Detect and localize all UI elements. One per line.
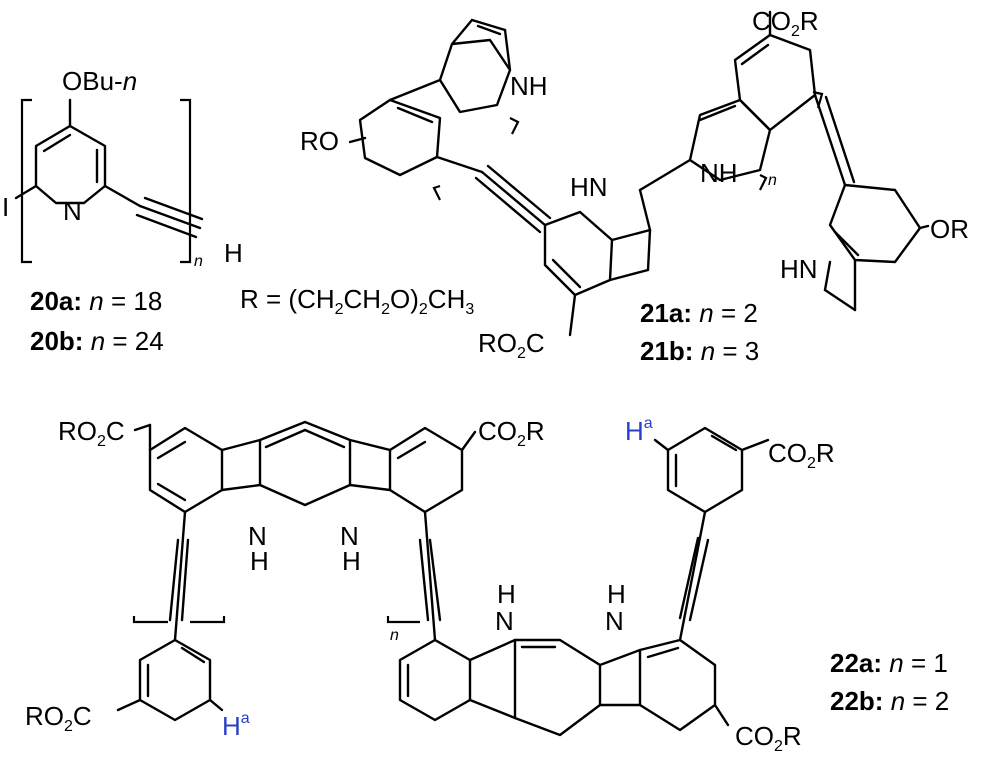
co2r-22-right: CO2R <box>768 438 835 472</box>
carbazole-nh-1: N <box>248 521 267 551</box>
indole-hn-bottom: HN <box>780 254 818 284</box>
label-22b: 22b: n = 2 <box>830 686 949 716</box>
pyridine-nitrogen: N <box>63 196 82 226</box>
carbazole-nh-3: N <box>495 606 514 636</box>
ha-right: Ha <box>625 415 653 446</box>
carbazole-h-4: H <box>607 579 626 609</box>
repeat-n-21: n <box>768 172 777 189</box>
carbazole-h-1: H <box>250 546 269 576</box>
co2r-22-bottom: CO2R <box>735 721 802 755</box>
compound-21-structure: NH RO HN RO2C NH CO2R <box>300 6 969 362</box>
compound-20-structure: OBu-n I N H n <box>2 66 243 270</box>
iodine-atom: I <box>2 192 9 222</box>
compound-22-structure: RO2C N H N H CO2R RO2C Ha n <box>25 415 835 755</box>
co2r-21: CO2R <box>752 6 819 40</box>
or-right: OR <box>930 214 969 244</box>
label-21b: 21b: n = 3 <box>640 336 759 366</box>
ro-left: RO <box>300 126 339 156</box>
repeat-n-20: n <box>194 253 203 270</box>
carbazole-h-3: H <box>497 579 516 609</box>
indole-nh-top: NH <box>510 71 548 101</box>
r-group-definition: R = (CH2CH2O)2CH3 <box>240 284 474 318</box>
carbazole-nh-2: N <box>340 521 359 551</box>
compound-21-labels: 21a: n = 2 21b: n = 3 <box>640 298 759 366</box>
terminal-hydrogen: H <box>224 238 243 268</box>
compound-22-labels: 22a: n = 1 22b: n = 2 <box>830 648 949 716</box>
ha-left: Ha <box>222 710 250 741</box>
co2r-22-top: CO2R <box>478 416 545 450</box>
label-21a: 21a: n = 2 <box>640 298 758 328</box>
indole-nh-center: NH <box>700 158 738 188</box>
ro2c-22-bottom: RO2C <box>25 701 92 735</box>
obu-n-label: OBu-n <box>62 66 137 96</box>
indole-hn-center: HN <box>570 172 608 202</box>
ro2c-22-left: RO2C <box>58 416 125 450</box>
label-20a: 20a: n = 18 <box>30 286 162 316</box>
carbazole-h-2: H <box>342 546 361 576</box>
compound-20-labels: 20a: n = 18 20b: n = 24 <box>30 286 164 356</box>
label-22a: 22a: n = 1 <box>830 648 948 678</box>
label-20b: 20b: n = 24 <box>30 326 164 356</box>
carbazole-nh-4: N <box>605 606 624 636</box>
repeat-n-22: n <box>390 627 399 644</box>
ro2c-21: RO2C <box>478 328 545 362</box>
svg-text:R = (CH2CH2O)2CH3: R = (CH2CH2O)2CH3 <box>240 284 474 318</box>
